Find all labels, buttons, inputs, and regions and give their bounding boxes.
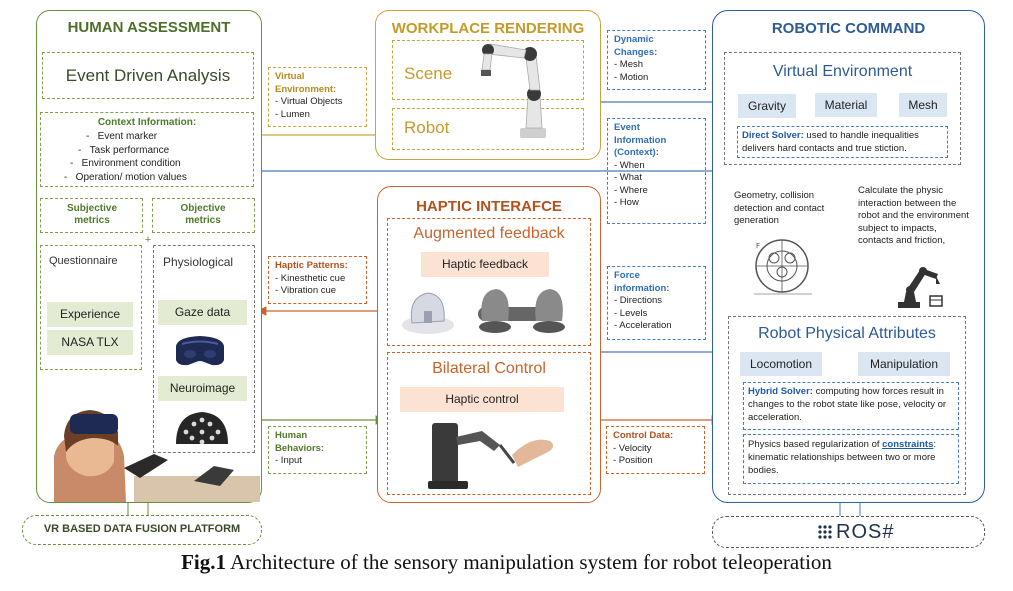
mesh-chip: Mesh <box>899 93 947 117</box>
context-item: - Operation/ motion values <box>64 171 187 183</box>
vr-data-fusion-platform <box>22 515 262 545</box>
subjective-metrics-box <box>40 198 143 233</box>
virtual-environment-label: Virtual Environment <box>772 63 913 80</box>
questionnaire-label: Questionnaire <box>49 255 118 267</box>
figure-caption: Fig.1 Architecture of the sensory manipu… <box>0 550 1013 575</box>
nasa-tlx-box: NASA TLX <box>47 330 133 355</box>
ros-sharp-platform <box>712 516 985 548</box>
vr-user-photo <box>54 410 260 502</box>
scene-label: Scene <box>404 64 453 83</box>
note-control-data: Control Data: - Velocity - Position <box>606 426 705 474</box>
note-haptic-patterns: Haptic Patterns: - Kinesthetic cue - Vib… <box>268 256 367 304</box>
neuroimage-box: Neuroimage <box>158 376 247 401</box>
questionnaire-box <box>40 245 142 370</box>
ros-grid-icon <box>818 525 832 539</box>
gravity-chip: Gravity <box>738 94 796 118</box>
human-assessment-title: HUMAN ASSESSMENT <box>67 19 231 36</box>
subjective-metrics-label: Subjective metrics <box>66 203 118 226</box>
physics-diagram-icon: F <box>754 239 812 295</box>
context-list: - Event marker - Task performance - Envi… <box>64 130 254 184</box>
context-information-box <box>40 112 254 187</box>
context-item: - Environment condition <box>70 158 181 169</box>
platform-label: VR BASED DATA FUSION PLATFORM <box>43 523 241 535</box>
robot-box <box>392 108 584 150</box>
robot-physical-attributes-box <box>728 316 966 495</box>
bilateral-control-label: Bilateral Control <box>432 360 546 377</box>
workplace-rendering-panel <box>375 10 601 160</box>
physiological-box <box>153 245 255 453</box>
objective-metrics-box <box>152 198 255 233</box>
direct-solver-label: Direct Solver: <box>742 130 804 141</box>
hybrid-solver-box: Hybrid Solver: computing how forces resu… <box>743 382 959 430</box>
physics-post-text: : kinematic relationships between two or… <box>748 439 936 476</box>
virtual-environment-box <box>724 52 961 165</box>
augmented-feedback-box <box>387 218 591 346</box>
haptic-device-icon <box>402 289 565 334</box>
event-driven-box <box>42 52 254 99</box>
robotic-command-title: ROBOTIC COMMAND <box>771 20 926 37</box>
physics-regularization-box: Physics based regularization of constrai… <box>743 434 959 484</box>
objective-metrics-label: Objective metrics <box>180 203 226 226</box>
robot-label: Robot <box>404 118 450 137</box>
vr-headset-icon <box>176 336 224 366</box>
scene-box <box>392 40 584 100</box>
note-event-information: Event Information (Context): - When - Wh… <box>607 118 706 224</box>
haptic-control-device-icon <box>428 423 554 489</box>
physiological-label: Physiological <box>163 255 234 269</box>
plus-sign: + <box>144 234 152 246</box>
note-virtual-environment: Virtual Environment: - Virtual Objects -… <box>268 67 367 127</box>
caption-fig-number: Fig.1 <box>181 550 226 574</box>
ros-label: ROS# <box>836 521 895 543</box>
calculate-text: Calculate the physic interaction between… <box>858 185 969 246</box>
augmented-feedback-label: Augmented feedback <box>413 225 565 242</box>
haptic-interface-panel <box>377 186 601 503</box>
haptic-feedback-box: Haptic feedback <box>421 252 549 277</box>
note-dynamic-changes: Dynamic Changes: - Mesh - Motion <box>607 30 706 90</box>
haptic-control-box: Haptic control <box>400 387 564 412</box>
locomotion-chip: Locomotion <box>740 352 822 376</box>
context-item: - Task performance <box>78 144 170 156</box>
workplace-rendering-title: WORKPLACE RENDERING <box>391 20 585 37</box>
hybrid-solver-text: computing how forces result in changes t… <box>748 386 947 423</box>
eeg-cap-icon <box>176 412 228 445</box>
physics-pre-text: Physics based regularization of <box>748 439 883 450</box>
note-human-behaviors: Human Behaviors: - Input <box>268 426 367 474</box>
context-title: Context Information: <box>97 117 197 128</box>
haptic-interface-title: HAPTIC INTERAFCE <box>416 198 562 215</box>
event-driven-label: Event Driven Analysis <box>65 66 231 85</box>
svg-text:F: F <box>756 242 760 250</box>
bilateral-control-box <box>387 352 591 495</box>
hybrid-solver-label: Hybrid Solver: <box>748 386 813 397</box>
gaze-data-box: Gaze data <box>158 300 247 325</box>
direct-solver-box: Direct Solver: used to handle inequaliti… <box>737 126 948 158</box>
geometry-text: Geometry, collision detection and contac… <box>734 190 825 226</box>
note-force-information: Force information: - Directions - Levels… <box>607 266 706 340</box>
direct-solver-text: used to handle inequalities delivers har… <box>742 130 919 154</box>
manipulation-chip: Manipulation <box>858 352 950 376</box>
constraints-label: constraints <box>882 439 934 450</box>
experience-box: Experience <box>47 302 133 327</box>
robot-physical-attributes-label: Robot Physical Attributes <box>758 325 936 342</box>
context-item: - Event marker <box>86 131 158 142</box>
caption-text: Architecture of the sensory manipulation… <box>226 550 832 574</box>
robot-arm-icon <box>481 43 546 138</box>
industrial-robot-icon <box>898 267 943 308</box>
material-chip: Material <box>815 93 877 117</box>
